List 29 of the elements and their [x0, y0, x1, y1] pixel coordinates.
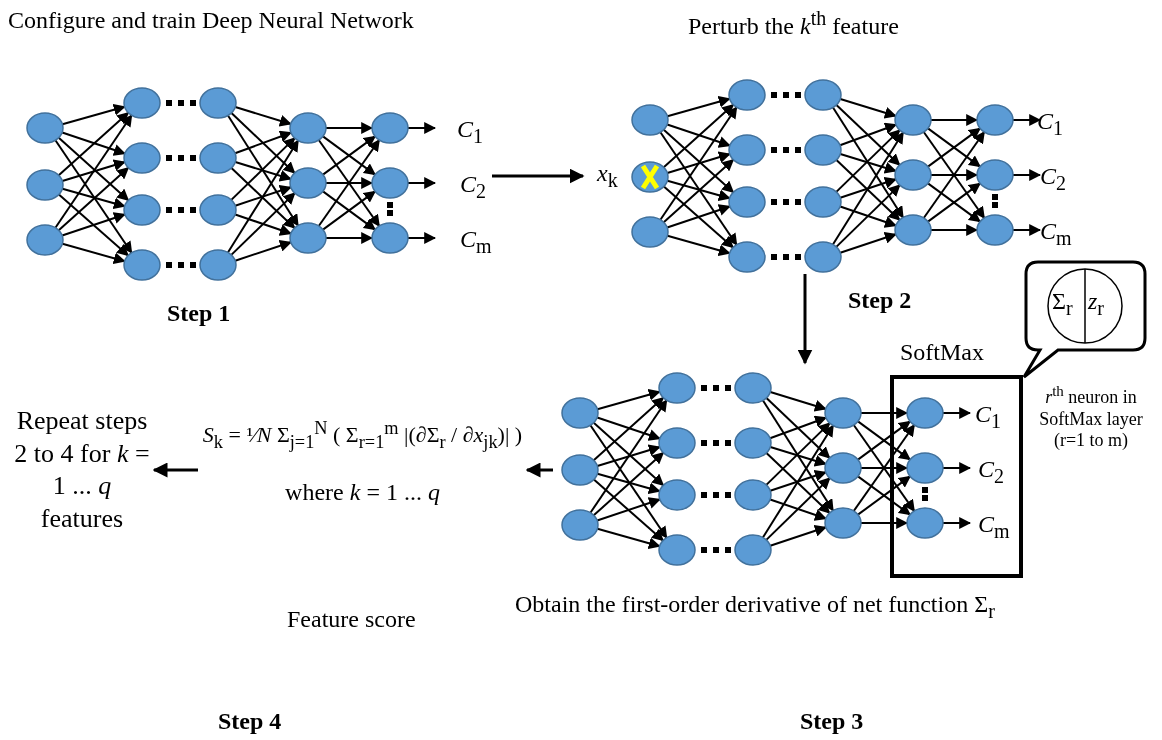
step-label: Step 4 [218, 708, 282, 735]
formula-condition: where k = 1 ... q [284, 478, 441, 506]
output-label: C$_{2}$ [1040, 163, 1066, 195]
arrow [797, 274, 813, 365]
box-heading: SoftMax [900, 338, 984, 367]
annotation-text: r$^{th}$ neuron in SoftMax layer (r=1 to m) [1038, 382, 1144, 452]
arrow [525, 462, 553, 478]
math-symbol: z$_{r}$ [1088, 288, 1104, 320]
output-label: C$_{m}$ [460, 226, 492, 258]
output-label: C$_{1}$ [457, 116, 483, 148]
math-symbol: Σ$_{r}$ [1052, 288, 1073, 320]
step-label: Step 1 [167, 300, 231, 327]
output-label: C$_{m}$ [978, 511, 1010, 543]
step-label: Step 3 [800, 708, 864, 735]
output-label: C$_{m}$ [1040, 218, 1072, 250]
caption-text: Feature score [287, 605, 416, 634]
step-label: Step 2 [848, 287, 912, 314]
output-label: C$_{2}$ [460, 171, 486, 203]
arrow [492, 168, 585, 184]
caption-text: Obtain the first-order derivative of net function Σ$_{r}$ [515, 590, 995, 623]
output-label: C$_{1}$ [975, 401, 1001, 433]
input-label: x$_{k}$ [597, 160, 618, 192]
output-label: C$_{2}$ [978, 456, 1004, 488]
note-text: Repeat steps 2 to 4 for k = 1 ... q features [13, 405, 151, 535]
title-text: Perturb the k$^{th}$ feature [688, 6, 899, 41]
title-text: Configure and train Deep Neural Network [8, 6, 414, 35]
output-label: C$_{1}$ [1037, 108, 1063, 140]
arrow [152, 462, 198, 478]
formula: S$_{k}$ = ¹⁄N Σ$_{j=1}$$^{N}$ ( Σ$_{r=1}$$^{m}$ |(∂Σ$_{r}$ / ∂x$_{jk}$)| ) [201, 418, 524, 453]
